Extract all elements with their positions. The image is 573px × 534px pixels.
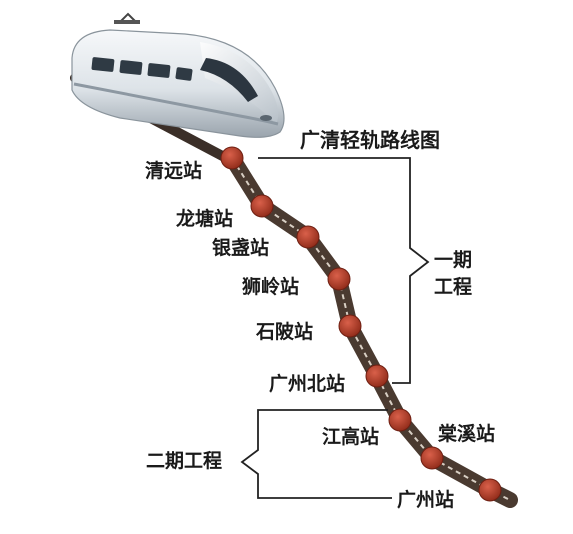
station-dot-shibei [338,314,362,338]
station-dots [220,146,502,502]
station-dot-jianggao [388,408,412,432]
phase2-bracket [240,409,392,499]
station-label-jianggao: 江高站 [322,426,380,448]
phase1-bracket [258,157,430,384]
station-dot-qingyuan [220,146,244,170]
station-dot-yinzhan [296,225,320,249]
phase1-label-line2: 工程 [434,276,473,298]
train-illustration [71,12,285,138]
phase1-label-line1: 一期 [434,249,473,271]
phase1-label: 一期 工程 [434,247,472,301]
railway-track [224,150,518,508]
phase2-label: 二期工程 [146,450,223,472]
station-label-qingyuan: 清远站 [145,160,203,182]
station-dot-longtang [250,194,274,218]
station-dot-shiling [327,267,351,291]
station-label-shiling: 狮岭站 [242,276,300,298]
station-label-guangzhou-north: 广州北站 [269,373,346,395]
station-dot-guangzhou [478,478,502,502]
map-title: 广清轻轨路线图 [300,128,440,152]
station-label-yinzhan: 银盏站 [212,237,270,259]
station-label-tangxi: 棠溪站 [438,423,496,445]
station-label-longtang: 龙塘站 [176,208,234,230]
station-dot-guangzhou-north [365,364,389,388]
station-dot-tangxi [420,446,444,470]
station-label-guangzhou: 广州站 [397,489,455,511]
station-label-shibei: 石陂站 [256,321,314,343]
